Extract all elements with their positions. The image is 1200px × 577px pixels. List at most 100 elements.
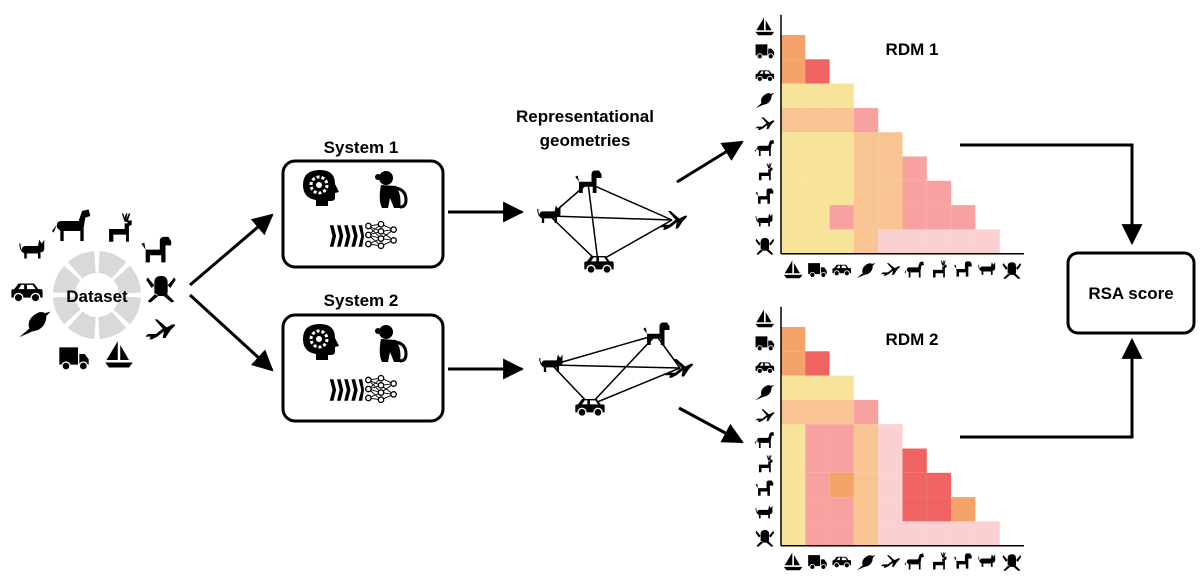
rdm-cell (926, 180, 952, 206)
rdm-cell (805, 229, 830, 254)
rdm-cell (829, 132, 854, 157)
dataset-ring-segment (98, 251, 127, 279)
rdm-cell (878, 424, 903, 449)
rdm-cell (853, 448, 879, 473)
rdm-cell (951, 497, 976, 522)
rdm-cell (878, 156, 903, 181)
rdm-cell (805, 59, 830, 84)
dog-icon (755, 480, 774, 496)
rdm-cell (878, 448, 903, 473)
frog-icon (755, 529, 775, 547)
rdm-cell (829, 205, 854, 230)
rdm-cell (805, 156, 830, 181)
rdm-cell (781, 375, 806, 400)
airplane-icon (145, 319, 175, 340)
geometry-label-line2: geometries (540, 131, 631, 150)
deer-icon (933, 260, 947, 278)
rdm-cell (902, 472, 927, 498)
rdm-cell (902, 521, 927, 546)
rdm-cell (902, 497, 927, 522)
rdm-cell (805, 205, 830, 230)
bird-icon (755, 92, 775, 109)
geometry2-graph (539, 322, 694, 418)
rdm-cell (781, 205, 806, 230)
rdm-cell (902, 156, 927, 181)
dataset-ring (53, 251, 141, 339)
arrow-dataset-to-system2 (188, 293, 274, 372)
rdm-cell (878, 521, 903, 546)
cat-icon (755, 505, 773, 519)
rdm-cell (829, 156, 854, 181)
sailboat-icon (755, 309, 775, 328)
cat-icon (755, 213, 773, 227)
dataset-ring-segment (67, 311, 96, 339)
rdm-cell (805, 351, 830, 376)
rdm-cell (805, 107, 830, 133)
sailboat-icon (105, 341, 133, 368)
car-icon (574, 398, 606, 418)
rdm-cell (829, 83, 854, 108)
rdm2-matrix (754, 306, 1024, 572)
rdm-cell (926, 521, 952, 546)
rdm-cell (902, 229, 927, 254)
car-icon (832, 264, 852, 277)
rdm-cell (805, 448, 830, 473)
dog-icon (643, 322, 670, 345)
rdm-cell (878, 205, 903, 230)
rdm-cell (805, 83, 830, 108)
horse-icon (904, 261, 924, 278)
rdm-cell (853, 180, 879, 206)
truck-icon (58, 346, 90, 371)
deer-icon (758, 455, 773, 473)
deer-icon (758, 163, 773, 181)
frog-icon (1002, 262, 1022, 280)
dog-icon (141, 236, 172, 263)
rdm-cell (829, 229, 854, 254)
deer-icon (933, 552, 947, 570)
airplane-icon (755, 409, 775, 422)
rdm-cell (781, 472, 806, 498)
horse-icon (904, 553, 924, 570)
rdm-cell (902, 205, 927, 230)
dataset-ring-segment (67, 251, 96, 279)
rdm-cell (805, 521, 830, 546)
dataset-ring-segment (113, 265, 141, 294)
dataset-ring-segment (53, 296, 81, 325)
truck-icon (807, 262, 828, 278)
dog-icon (953, 553, 972, 569)
rdm-cell (805, 132, 830, 157)
cat-icon (537, 205, 561, 223)
bird-icon (856, 263, 876, 279)
rdm-cell (829, 107, 854, 133)
rdm-cell (853, 229, 879, 254)
arrow-dataset-to-system1 (189, 213, 274, 287)
rdm-cell (878, 229, 903, 254)
airplane-icon (881, 263, 900, 276)
rdm-cell (781, 448, 806, 473)
arrow-geometry2-to-rdm2 (678, 406, 744, 444)
rdm-cell (878, 132, 903, 157)
rdm-cell (926, 472, 952, 498)
dataset-ring-segment (53, 265, 81, 294)
arrow-rdm2-to-rsa (960, 337, 1143, 439)
bird-icon (19, 311, 51, 338)
rdm-cell (829, 497, 854, 522)
dog-icon (755, 188, 774, 204)
geometry-label-line1: Representational (516, 107, 654, 126)
bird-icon (856, 555, 876, 571)
rdm-cell (781, 497, 806, 522)
rdm-cell (878, 497, 903, 522)
rdm-cell (975, 229, 1000, 254)
truck-icon (755, 335, 775, 352)
rsa-score-box (1066, 251, 1196, 335)
rdm-cell (878, 180, 903, 206)
rdm-cell (781, 399, 806, 425)
rdm1-matrix (754, 14, 1024, 280)
car-icon (755, 69, 775, 82)
rdm-cell (853, 156, 879, 181)
rdm-cell (781, 156, 806, 181)
bird-icon (755, 384, 775, 401)
rdm-cell (951, 229, 976, 254)
